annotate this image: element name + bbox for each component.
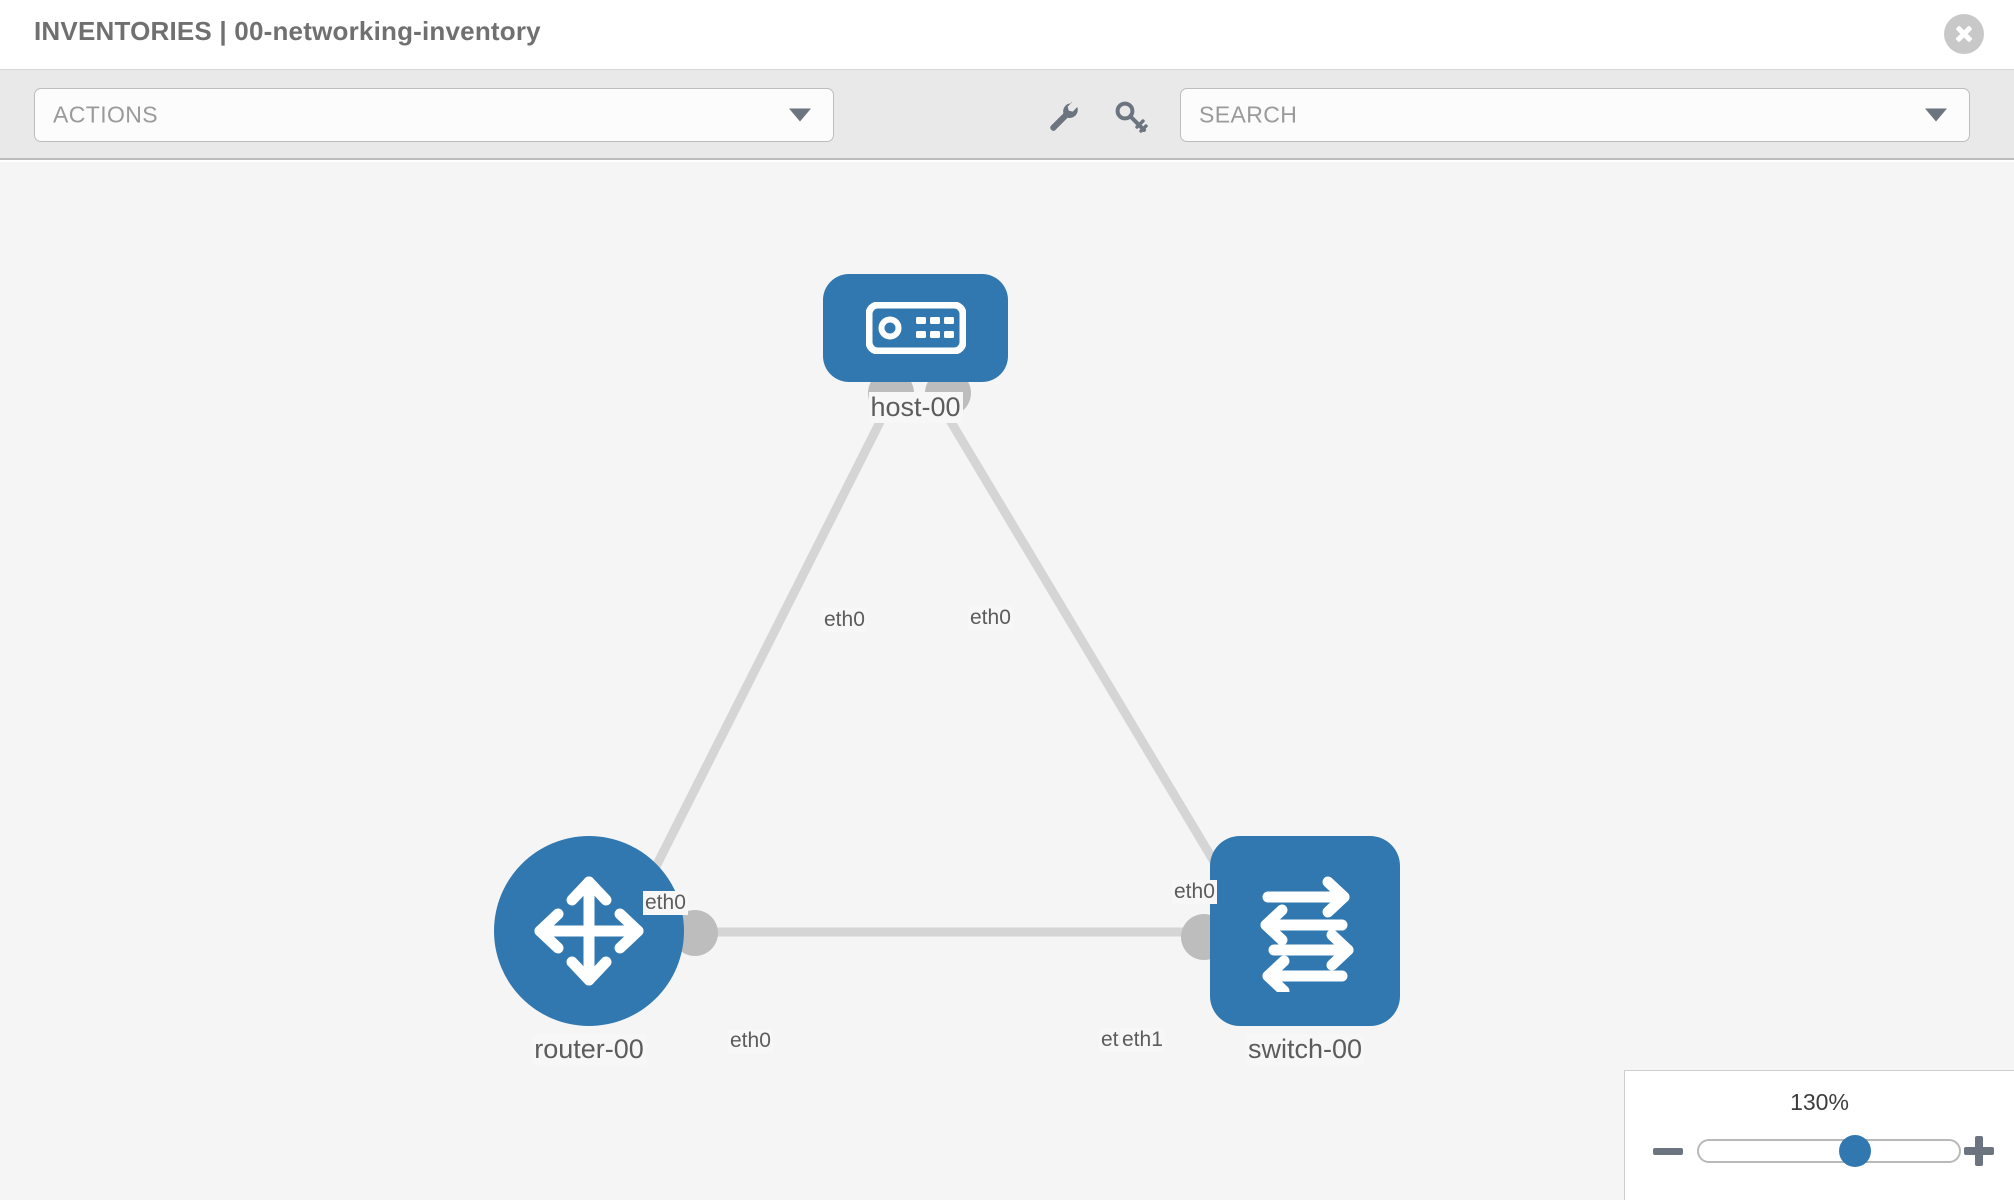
node-router-00-label: router-00: [532, 1034, 646, 1065]
search-input[interactable]: SEARCH: [1180, 88, 1970, 142]
search-chevron-down-icon[interactable]: [1925, 108, 1947, 122]
topology-canvas[interactable]: host-00 router-00: [0, 162, 2014, 1200]
key-icon[interactable]: [1114, 100, 1148, 134]
node-host-00[interactable]: host-00: [823, 274, 1008, 423]
node-host-00-label: host-00: [868, 392, 963, 423]
wrench-icon[interactable]: [1046, 100, 1080, 134]
toolbar: ACTIONS SEARCH: [0, 70, 2014, 160]
link-router-host: [623, 409, 890, 925]
server-icon: [865, 302, 966, 354]
zoom-out-button[interactable]: [1651, 1134, 1685, 1168]
zoom-slider-thumb[interactable]: [1839, 1135, 1871, 1167]
topology-links: [623, 409, 1259, 937]
switch-icon: [1260, 876, 1354, 992]
zoom-control-panel: 130%: [1624, 1070, 2014, 1200]
node-host-00-shape[interactable]: [823, 274, 1008, 382]
node-switch-00-label: switch-00: [1245, 1034, 1365, 1065]
node-switch-00-shape[interactable]: [1210, 836, 1400, 1026]
zoom-in-button[interactable]: [1962, 1134, 1996, 1168]
router-icon: [534, 876, 644, 986]
iface-label: eth1: [1120, 1028, 1165, 1052]
node-switch-00[interactable]: switch-00: [1210, 836, 1400, 1065]
search-placeholder: SEARCH: [1199, 101, 1298, 128]
actions-dropdown[interactable]: ACTIONS: [34, 88, 834, 142]
close-icon[interactable]: [1944, 14, 1984, 54]
page-title: INVENTORIES | 00-networking-inventory: [34, 16, 541, 46]
actions-dropdown-label: ACTIONS: [53, 101, 159, 128]
page-header: INVENTORIES | 00-networking-inventory: [0, 0, 2014, 70]
link-host-switch: [941, 409, 1259, 933]
zoom-slider[interactable]: [1697, 1135, 1961, 1167]
iface-label: eth0: [968, 606, 1013, 630]
iface-label: eth0: [822, 608, 867, 632]
iface-label: eth0: [643, 891, 688, 915]
zoom-level-value: 130%: [1790, 1089, 1849, 1115]
iface-label: eth0: [728, 1029, 773, 1053]
node-router-00[interactable]: router-00: [494, 836, 684, 1065]
iface-label: eth0: [1172, 880, 1217, 904]
node-router-00-shape[interactable]: [494, 836, 684, 1026]
chevron-down-icon[interactable]: [789, 108, 811, 122]
